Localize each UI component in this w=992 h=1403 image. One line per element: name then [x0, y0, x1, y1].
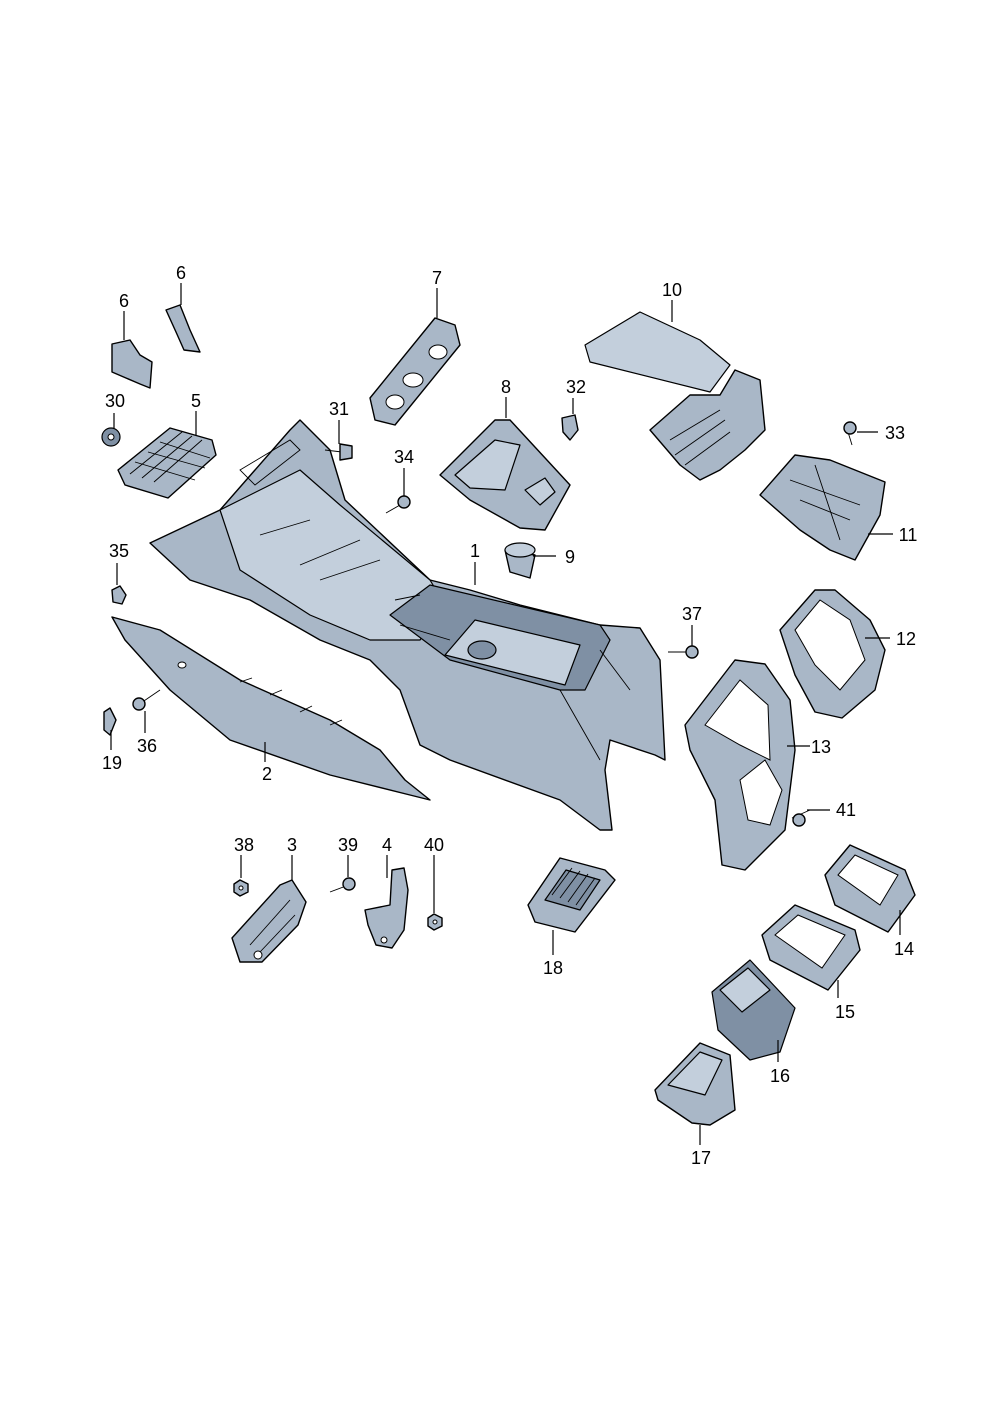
- part-9-cup-insert: [504, 542, 536, 579]
- part-34-screw: [385, 495, 411, 514]
- part-5-cover-plate: [117, 427, 217, 499]
- part-3-bracket: [231, 879, 307, 963]
- callout-37: 37: [682, 604, 702, 624]
- callout-7: 7: [432, 268, 442, 288]
- callout-3: 3: [287, 835, 297, 855]
- part-6a-clip: [111, 339, 153, 389]
- part-15-vent-frame: [761, 904, 861, 991]
- part-36-screw: [132, 689, 161, 711]
- callout-12: 12: [896, 629, 916, 649]
- callout-13: 13: [811, 737, 831, 757]
- part-37-screw: [668, 645, 699, 659]
- part-38-nut: [233, 879, 249, 897]
- callout-15: 15: [835, 1002, 855, 1022]
- callout-6b: 6: [176, 263, 186, 283]
- part-33-screw: [843, 421, 857, 446]
- part-1-center-console: [149, 419, 666, 831]
- callout-40: 40: [424, 835, 444, 855]
- part-32-clip: [561, 414, 579, 441]
- part-30-grommet: [101, 427, 121, 447]
- callout-41: 41: [836, 800, 856, 820]
- part-40-nut: [427, 913, 443, 931]
- leader-lines: [110, 283, 901, 1145]
- part-2-side-trim: [111, 616, 431, 801]
- callout-32: 32: [566, 377, 586, 397]
- callout-16: 16: [770, 1066, 790, 1086]
- part-8-storage-tray: [439, 419, 571, 531]
- part-35-clip: [111, 585, 127, 605]
- part-10-armrest: [584, 311, 766, 481]
- part-16-storage-box: [711, 959, 796, 1061]
- part-14-vent-frame: [824, 844, 916, 933]
- callout-34: 34: [394, 447, 414, 467]
- callout-33: 33: [885, 423, 905, 443]
- callout-labels: 1 2 3 4 5 6 6 7 8 9 10 11 12 13 14 15 16…: [102, 263, 917, 1168]
- callout-19: 19: [102, 753, 122, 773]
- callout-9: 9: [565, 547, 575, 567]
- callout-38: 38: [234, 835, 254, 855]
- callout-1: 1: [470, 541, 480, 561]
- part-39-screw: [329, 877, 356, 893]
- part-18-air-vent: [527, 857, 616, 933]
- part-7-trim-panel: [369, 317, 461, 426]
- part-6b-clip: [165, 304, 201, 353]
- callout-10: 10: [662, 280, 682, 300]
- callout-2: 2: [262, 764, 272, 784]
- part-4-bracket: [364, 867, 409, 949]
- callout-39: 39: [338, 835, 358, 855]
- callout-18: 18: [543, 958, 563, 978]
- callout-8: 8: [501, 377, 511, 397]
- part-19-clip: [103, 707, 117, 736]
- callout-36: 36: [137, 736, 157, 756]
- callout-6a: 6: [119, 291, 129, 311]
- part-17-insert: [654, 1042, 736, 1126]
- part-41-screw: [791, 809, 811, 827]
- callout-11: 11: [899, 525, 918, 545]
- callout-35: 35: [109, 541, 129, 561]
- part-13-rear-trim: [684, 659, 796, 871]
- callout-31: 31: [329, 399, 349, 419]
- part-12-rear-panel: [779, 589, 886, 719]
- callout-5: 5: [191, 391, 201, 411]
- callout-17: 17: [691, 1148, 711, 1168]
- callout-4: 4: [382, 835, 392, 855]
- part-31-screw: [324, 443, 353, 461]
- callout-14: 14: [894, 939, 914, 959]
- part-11-base-frame: [759, 454, 886, 561]
- callout-30: 30: [105, 391, 125, 411]
